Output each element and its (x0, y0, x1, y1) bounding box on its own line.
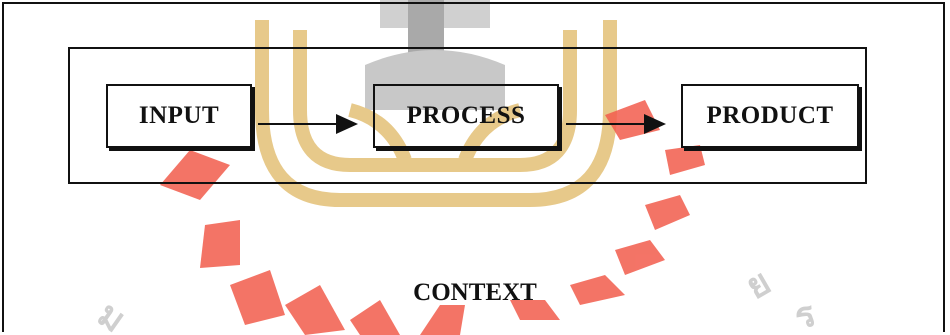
input-box: INPUT (106, 84, 252, 148)
product-label: PRODUCT (706, 102, 834, 129)
arrow-process-to-product (566, 114, 666, 134)
context-label: CONTEXT (413, 279, 537, 306)
context-frame (2, 2, 945, 332)
product-box: PRODUCT (681, 84, 859, 148)
arrow-input-to-process (258, 114, 358, 134)
process-label: PROCESS (406, 102, 526, 129)
process-box: PROCESS (373, 84, 559, 148)
process-flow-frame (68, 47, 867, 184)
input-label: INPUT (138, 102, 220, 129)
